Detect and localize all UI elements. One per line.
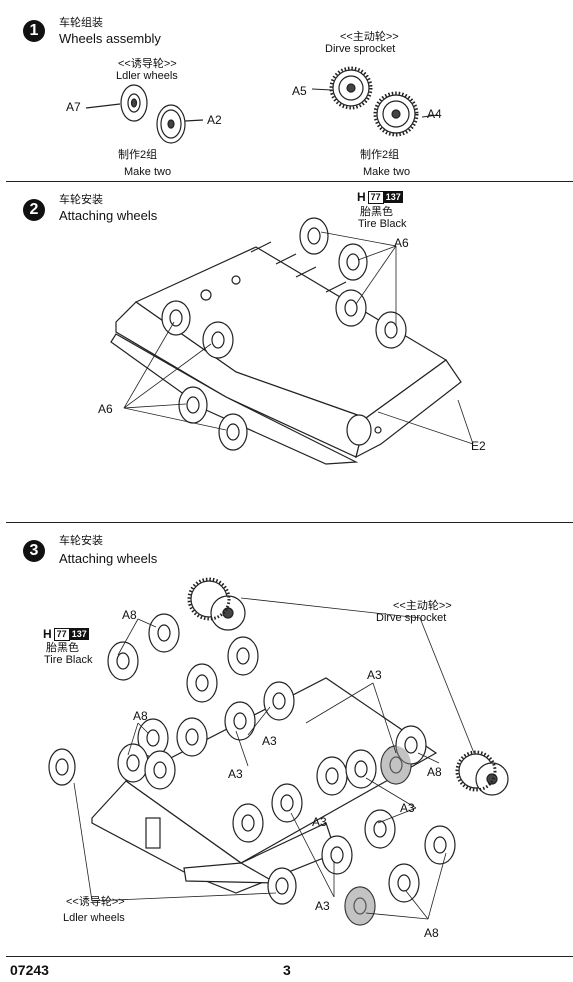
step-title-zh: 车轮安装	[59, 194, 103, 206]
part-label: A3	[262, 734, 277, 748]
part-label: A3	[367, 668, 382, 682]
part-label: A5	[292, 84, 307, 98]
idler-label-zh: <<诱导轮>>	[118, 58, 177, 70]
paint-name-en: Tire Black	[358, 218, 407, 230]
step-title-en: Wheels assembly	[59, 31, 161, 46]
step-number: 1	[23, 20, 45, 42]
idler-label-en: Ldler wheels	[63, 912, 125, 924]
sprocket-label-zh: <<主动轮>>	[340, 31, 399, 43]
step-title-en: Attaching wheels	[59, 208, 158, 223]
idler-label-en: Ldler wheels	[116, 70, 178, 82]
step-title-zh: 车轮安装	[59, 535, 103, 547]
paint-code: 137	[69, 628, 89, 640]
make-count-en: Make two	[363, 166, 411, 178]
part-label: A8	[427, 765, 442, 779]
paint-code: 137	[383, 191, 403, 203]
page-number: 3	[283, 962, 291, 978]
step-title-en: Attaching wheels	[59, 551, 158, 566]
part-label: A6	[394, 236, 409, 250]
part-label: A4	[427, 107, 442, 121]
step-number: 2	[23, 199, 45, 221]
step-2-panel: 2 车轮安装 Attaching wheels H 77 137 胎黑色 Tir…	[6, 181, 573, 522]
product-code: 07243	[10, 962, 49, 978]
part-label: A3	[228, 767, 243, 781]
make-count-zh: 制作2组	[360, 149, 400, 161]
step-number: 3	[23, 540, 45, 562]
sprocket-label-en: Dirve sprocket	[325, 43, 396, 55]
part-label: A3	[315, 899, 330, 913]
idler-label-zh: <<诱导轮>>	[66, 896, 125, 908]
part-label: E2	[471, 439, 486, 453]
part-label: A3	[400, 801, 415, 815]
paint-brand-letter: H	[43, 627, 52, 641]
make-count-zh: 制作2组	[118, 149, 158, 161]
paint-name-en: Tire Black	[44, 654, 93, 666]
step-3-panel: 3 车轮安装 Attaching wheels H 77 137 胎黑色 Tir…	[6, 522, 573, 957]
part-label: A8	[133, 709, 148, 723]
part-label: A2	[207, 113, 222, 127]
make-count-en: Make two	[124, 166, 172, 178]
part-label: A8	[424, 926, 439, 940]
paint-callout: H 77 137	[43, 627, 89, 641]
paint-callout: H 77 137	[357, 190, 403, 204]
paint-brand-letter: H	[357, 190, 366, 204]
hull-wheels-illustration	[110, 217, 474, 465]
hull-wheels-illustration	[48, 577, 509, 926]
step-title-zh: 车轮组装	[59, 17, 103, 29]
paint-name-zh: 胎黑色	[46, 642, 79, 654]
step-1-panel: 1 车轮组装 Wheels assembly	[6, 0, 573, 180]
paint-name-zh: 胎黑色	[360, 206, 393, 218]
sprocket-label-zh: <<主动轮>>	[393, 600, 452, 612]
part-label: A7	[66, 100, 81, 114]
part-label: A6	[98, 402, 113, 416]
wheels-assembly-illustration	[85, 66, 439, 144]
paint-code: 77	[367, 190, 384, 204]
paint-code: 77	[53, 627, 70, 641]
part-label: A3	[312, 815, 327, 829]
part-label: A8	[122, 608, 137, 622]
